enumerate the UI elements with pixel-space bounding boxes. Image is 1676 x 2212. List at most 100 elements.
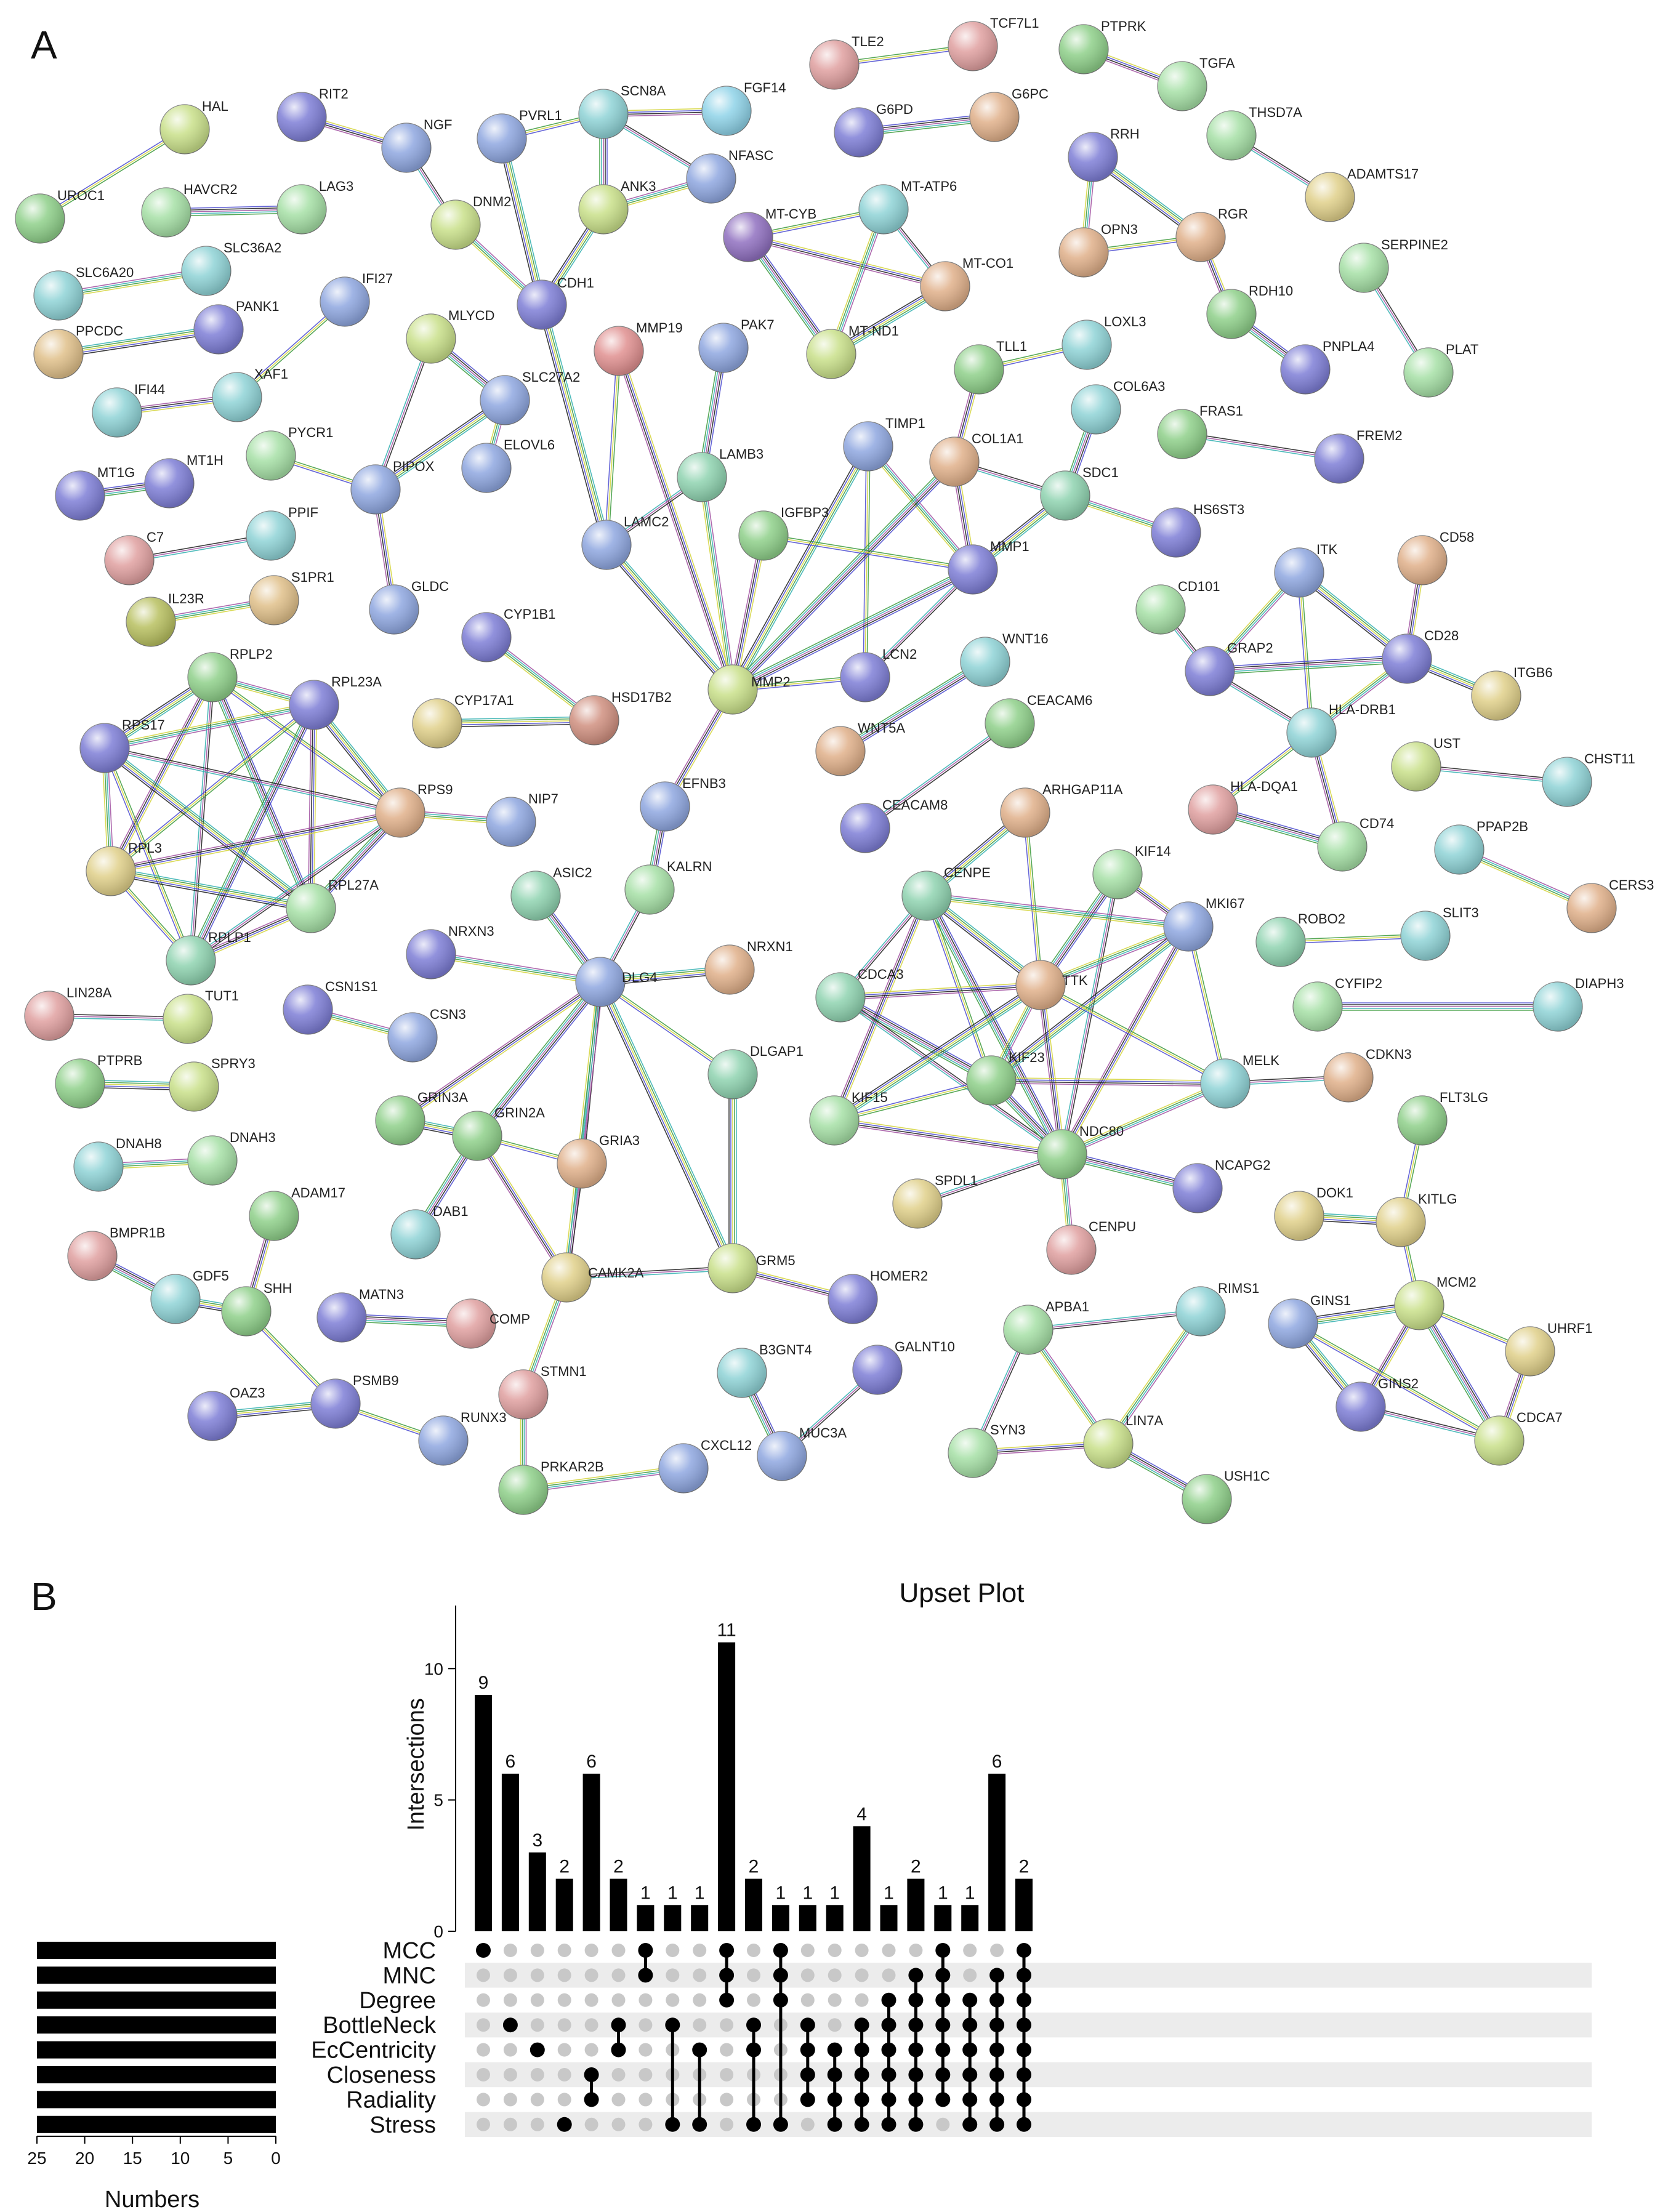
node-label: GDF5	[193, 1268, 229, 1284]
node-label: CSN3	[430, 1007, 466, 1022]
set-labels: MCCMNCDegreeBottleNeckEcCentricityClosen…	[311, 1938, 437, 2138]
node-cd74: CD74	[1317, 816, 1394, 872]
node-rit2: RIT2	[276, 86, 348, 142]
edge-nrxn3-dlg4	[430, 951, 601, 986]
matrix-dot-on	[854, 2017, 869, 2033]
node-label: GALNT10	[895, 1339, 955, 1354]
node-label: GLDC	[411, 579, 449, 594]
matrix-dot-off	[584, 2117, 598, 2131]
node-label: PNPLA4	[1323, 339, 1374, 354]
edge-rpl3-rpl27a	[110, 867, 312, 912]
node-label: GRIN2A	[494, 1105, 545, 1120]
node-elovl6: ELOVL6	[461, 437, 555, 493]
node-label: HLA-DRB1	[1329, 702, 1396, 717]
node-pvrl1: PVRL1	[477, 108, 562, 164]
edge-rplp2-rpl27a	[208, 675, 315, 910]
node-cd101: CD101	[1135, 579, 1220, 635]
set-size-bars	[37, 1942, 276, 2133]
node-label: MUC3A	[799, 1425, 847, 1441]
node-cdca3: CDCA3	[815, 967, 904, 1023]
node-rdh10: RDH10	[1206, 283, 1293, 339]
node-kif15: KIF15	[809, 1090, 888, 1146]
matrix-dot-on	[530, 2042, 545, 2057]
bar-value-label: 2	[613, 1857, 624, 1877]
node-ust: UST	[1391, 736, 1460, 792]
bar-value-label: 2	[559, 1857, 570, 1877]
set-size-tick-label: 20	[75, 2149, 94, 2168]
combination-10	[746, 1944, 761, 2132]
node-label: CYP17A1	[454, 693, 514, 708]
edge-ceacam6-ceacam8	[863, 721, 1012, 831]
intersection-bar	[582, 1774, 600, 1931]
node-tcf7l1: TCF7L1	[948, 15, 1039, 71]
edge-col1a1-mmp2	[730, 459, 957, 693]
node-label: MT1G	[97, 465, 135, 480]
node-ndc80: NDC80	[1037, 1124, 1124, 1180]
set-label-bottleneck: BottleNeck	[323, 2013, 437, 2038]
node-label: ITGB6	[1513, 665, 1553, 680]
node-bmpr1b: BMPR1B	[67, 1225, 165, 1281]
matrix-dot-on	[665, 2017, 680, 2033]
node-hal: HAL	[159, 99, 228, 155]
intersection-bar	[988, 1774, 1006, 1931]
node-label: RIMS1	[1218, 1281, 1259, 1296]
node-label: STMN1	[541, 1364, 587, 1379]
node-wnt5a: WNT5A	[815, 720, 905, 776]
node-galnt10: GALNT10	[852, 1339, 955, 1395]
node-tll1: TLL1	[954, 339, 1027, 395]
node-label: LAMC2	[624, 514, 669, 529]
matrix-dot-on	[935, 2017, 951, 2033]
bar-value-label: 11	[717, 1620, 736, 1641]
node-label: KIF23	[1009, 1050, 1045, 1065]
matrix-dot-off	[639, 2117, 653, 2131]
edge-mt-atp6-mt-nd1	[828, 208, 887, 355]
edge-mmp19-lamc2	[604, 350, 621, 545]
matrix-dot-on	[989, 2067, 1005, 2082]
matrix-dot-on	[935, 1968, 951, 1983]
node-uroc1: UROC1	[15, 188, 105, 244]
matrix-dot-on	[1017, 2092, 1031, 2107]
matrix-dot-off	[882, 1944, 896, 1957]
edge-cxcl12-prkar2b	[523, 1465, 684, 1494]
node-label: LCN2	[882, 646, 917, 662]
edge-mki67-ndc80	[1059, 925, 1191, 1156]
matrix-dot-on	[800, 2067, 815, 2082]
bar-value-label: 1	[938, 1883, 948, 1903]
combination-16	[908, 1944, 924, 2132]
matrix-dot-off	[611, 1944, 626, 1957]
matrix-dot-off	[666, 1944, 680, 1957]
node-gria3: GRIA3	[557, 1133, 640, 1189]
node-igfbp3: IGFBP3	[738, 505, 829, 561]
edge-slc27a2-pipox	[373, 396, 507, 493]
matrix-dot-on	[935, 2042, 951, 2057]
node-opn3: OPN3	[1058, 222, 1138, 278]
edge-cyp17a1-hsd17b2	[437, 716, 595, 728]
node-label: IFI27	[362, 271, 393, 286]
node-label: DNM2	[473, 194, 511, 209]
edge-mlycd-pipox	[373, 337, 433, 491]
node-label: CD101	[1178, 579, 1220, 594]
bar-value-label: 1	[802, 1883, 813, 1903]
node-mmp1: MMP1	[948, 539, 1029, 595]
matrix-dot-off	[477, 2018, 490, 2032]
matrix-dot-on	[962, 2092, 978, 2107]
node-dnm2: DNM2	[430, 194, 511, 250]
intersection-bar	[772, 1905, 789, 1931]
matrix-dot-on	[827, 2042, 842, 2057]
matrix-dot-on	[881, 2067, 896, 2082]
matrix-dot-on	[611, 2042, 626, 2057]
matrix-dot-off	[828, 1944, 842, 1957]
edge-rpl23a-rpl27a	[307, 704, 318, 909]
bar-value-label: 1	[965, 1883, 975, 1903]
matrix-dot-on	[881, 2017, 896, 2033]
set-label-mnc: MNC	[382, 1963, 436, 1989]
matrix-dot-off	[503, 2068, 517, 2081]
node-label: C7	[147, 529, 164, 545]
node-camk2a: CAMK2A	[541, 1252, 644, 1303]
node-label: GRAP2	[1227, 640, 1273, 656]
matrix-dot-on	[800, 2042, 815, 2057]
node-label: MELK	[1243, 1053, 1279, 1068]
node-label: CEACAM8	[882, 797, 948, 813]
matrix-dot-on	[773, 2117, 788, 2132]
matrix-dot-on	[746, 2042, 761, 2057]
